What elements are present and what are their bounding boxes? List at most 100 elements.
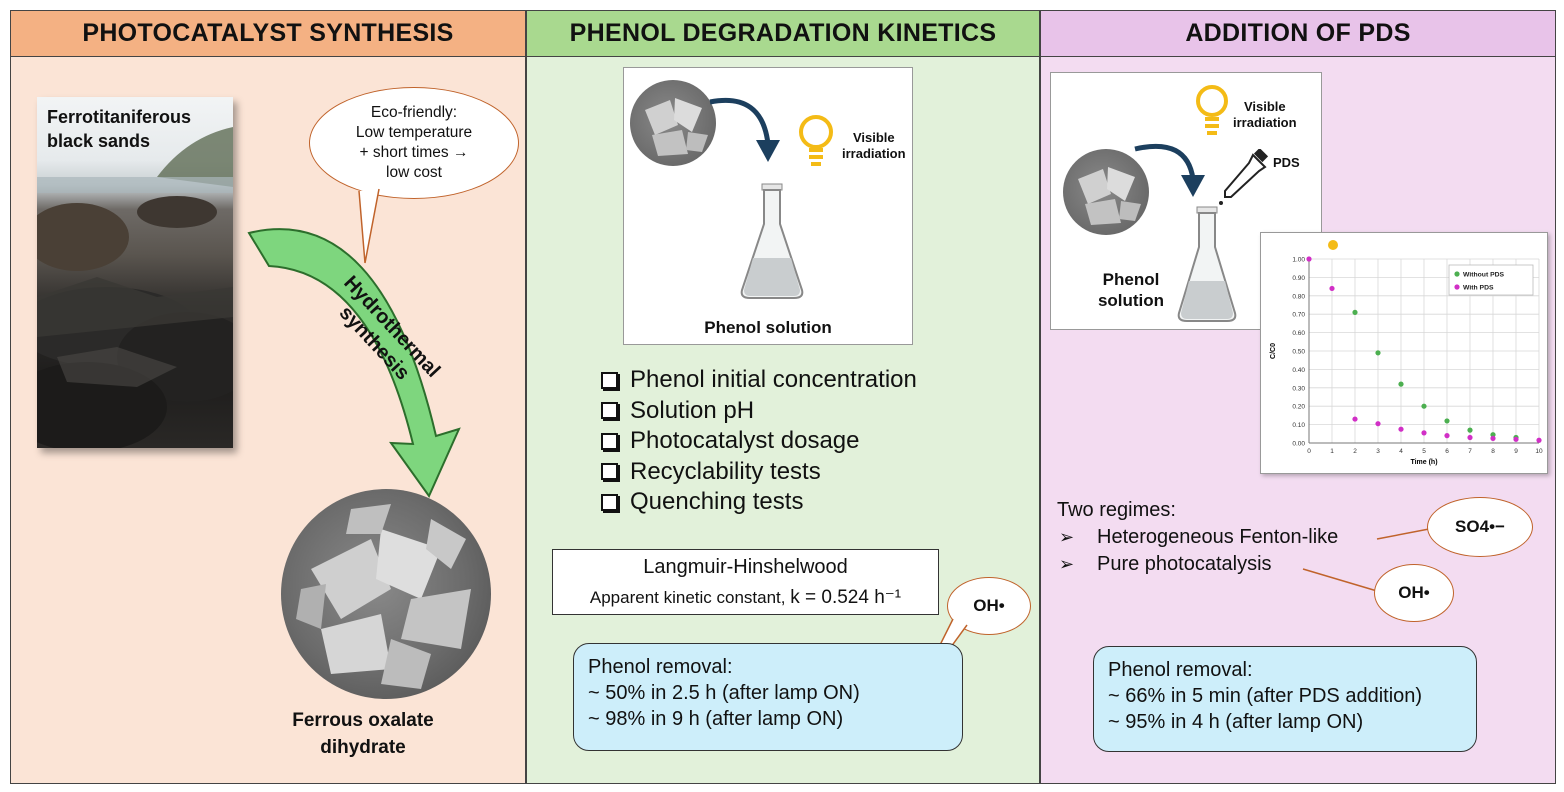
- regimes-list: Two regimes: ➢Heterogeneous Fenton-like …: [1057, 497, 1338, 578]
- model-subtitle: Apparent kinetic constant, k = 0.524 h⁻¹: [589, 587, 902, 608]
- removal-line: ~ 98% in 9 h (after lamp ON): [588, 708, 844, 730]
- data-point: [1398, 381, 1404, 387]
- checkbox-icon: [601, 432, 618, 450]
- data-point: [1467, 434, 1473, 441]
- synthesis-header: PHOTOCATALYST SYNTHESIS: [11, 11, 525, 57]
- data-point: [1513, 436, 1519, 442]
- y-tick-label: 0.80: [1292, 293, 1305, 300]
- eco-line-4: low cost: [386, 164, 442, 181]
- parameter-checklist: Phenol initial concentration Solution pH…: [601, 365, 917, 518]
- x-tick-label: 1: [1330, 448, 1334, 455]
- y-tick-label: 0.50: [1292, 349, 1305, 356]
- phenol-removal-box: Phenol removal: ~ 66% in 5 min (after PD…: [1093, 646, 1477, 752]
- list-item: ➢Pure photocatalysis: [1057, 551, 1338, 578]
- data-point: [1375, 350, 1381, 356]
- bubble-tail: [358, 188, 380, 264]
- x-axis-label: Time (h): [1410, 459, 1437, 466]
- list-item: Quenching tests: [601, 487, 917, 518]
- photo-label-line1: Ferrotitaniferous: [47, 107, 192, 127]
- x-tick-label: 5: [1422, 448, 1426, 455]
- list-item: ➢Heterogeneous Fenton-like: [1057, 524, 1338, 551]
- data-point: [1490, 432, 1496, 438]
- photo-label-line2: black sands: [47, 131, 151, 151]
- list-item: Photocatalyst dosage: [601, 426, 917, 457]
- legend-box: [1448, 264, 1534, 296]
- removal-line: ~ 95% in 4 h (after lamp ON): [1108, 711, 1364, 733]
- visible-irradiation-label: Visible irradiation: [842, 130, 906, 161]
- kinetics-setup-box: Visible irradiation Phenol solution: [623, 67, 913, 345]
- phenol-solution-label: Phenol solution: [1097, 270, 1165, 310]
- y-tick-label: 0.10: [1292, 422, 1305, 429]
- data-point: [1306, 256, 1312, 262]
- pds-panel: ADDITION OF PDS Visible irradiation PDS: [1040, 10, 1556, 784]
- y-tick-label: 0.40: [1292, 367, 1305, 374]
- checkbox-icon: [601, 463, 618, 481]
- x-tick-label: 4: [1399, 448, 1403, 455]
- checkbox-icon: [601, 371, 618, 389]
- data-point: [1375, 421, 1381, 427]
- eco-line-1: Eco-friendly:: [370, 104, 458, 121]
- flask-icon: [740, 183, 804, 299]
- removal-title: Phenol removal:: [1108, 659, 1253, 681]
- checkbox-icon: [601, 493, 618, 511]
- y-tick-label: 0.20: [1292, 404, 1305, 411]
- x-tick-label: 8: [1491, 448, 1495, 455]
- list-item: Phenol initial concentration: [601, 365, 917, 396]
- data-point: [1536, 437, 1542, 443]
- curved-arrow-icon: [709, 97, 780, 162]
- eco-line-3: + short times →: [359, 144, 469, 161]
- data-point: [1444, 433, 1450, 439]
- removal-line: ~ 50% in 2.5 h (after lamp ON): [588, 682, 860, 704]
- lightbulb-icon: [1328, 240, 1338, 250]
- list-item: Recyclability tests: [601, 457, 917, 488]
- data-point: [1490, 435, 1496, 441]
- synthesis-panel: PHOTOCATALYST SYNTHESIS Ferrotitaniferou…: [10, 10, 526, 784]
- lightbulb-icon: [799, 115, 833, 166]
- list-item: Solution pH: [601, 396, 917, 427]
- y-tick-label: 1.00: [1292, 257, 1305, 264]
- degradation-chart: 0.00 0.10 0.20 0.30 0.40 0.50 0.60 0.70 0.80 0.90…: [1260, 232, 1548, 474]
- so4-radical-bubble: SO4•−: [1427, 497, 1533, 557]
- x-tick-label: 9: [1514, 448, 1518, 455]
- checkbox-icon: [601, 402, 618, 420]
- sem-thumbnail: [1063, 149, 1149, 235]
- sem-thumbnail: [630, 80, 716, 166]
- oh-radical-bubble: OH•: [947, 577, 1031, 635]
- legend-marker: [1454, 284, 1460, 290]
- flask-icon: [1177, 206, 1237, 322]
- data-point: [1421, 430, 1427, 436]
- kinetic-constant-value: k = 0.524 h⁻¹: [790, 587, 902, 608]
- regimes-title: Two regimes:: [1057, 499, 1176, 521]
- y-tick-label: 0.70: [1292, 312, 1305, 319]
- y-axis-label: C/C0: [1270, 343, 1277, 359]
- y-tick-label: 0.90: [1292, 275, 1305, 282]
- bubble-connectors: [1302, 528, 1430, 592]
- ferrous-oxalate-label: Ferrous oxalate dihydrate: [292, 710, 434, 758]
- pds-label: PDS: [1273, 155, 1300, 170]
- arrow-bullet-icon: ➢: [1059, 527, 1075, 547]
- black-sands-photo: Ferrotitaniferous black sands: [37, 97, 233, 448]
- curved-arrow-icon: [247, 228, 461, 498]
- data-point: [1352, 416, 1358, 422]
- x-tick-label: 2: [1353, 448, 1357, 455]
- sem-image-oxalate: [281, 489, 491, 699]
- y-tick-label: 0.30: [1292, 385, 1305, 392]
- arrow-bullet-icon: ➢: [1059, 554, 1075, 574]
- lightbulb-icon: [1196, 85, 1228, 135]
- y-tick-label: 0.00: [1292, 441, 1305, 448]
- legend-label: Without PDS: [1463, 272, 1505, 279]
- data-point: [1352, 309, 1358, 315]
- eco-line-2: Low temperature: [355, 124, 473, 141]
- dropper-icon: [1219, 149, 1269, 205]
- kinetics-panel: PHENOL DEGRADATION KINETICS Visible irra…: [526, 10, 1040, 784]
- x-tick-label: 6: [1445, 448, 1449, 455]
- x-tick-label: 3: [1376, 448, 1380, 455]
- visible-irradiation-label: Visible irradiation: [1233, 99, 1297, 130]
- y-tick-label: 0.60: [1292, 330, 1305, 337]
- x-tick-label: 10: [1535, 448, 1543, 455]
- removal-line: ~ 66% in 5 min (after PDS addition): [1108, 685, 1423, 707]
- pds-header: ADDITION OF PDS: [1041, 11, 1555, 57]
- curved-arrow-icon: [1134, 143, 1205, 197]
- data-point: [1444, 418, 1450, 424]
- data-point: [1329, 285, 1335, 292]
